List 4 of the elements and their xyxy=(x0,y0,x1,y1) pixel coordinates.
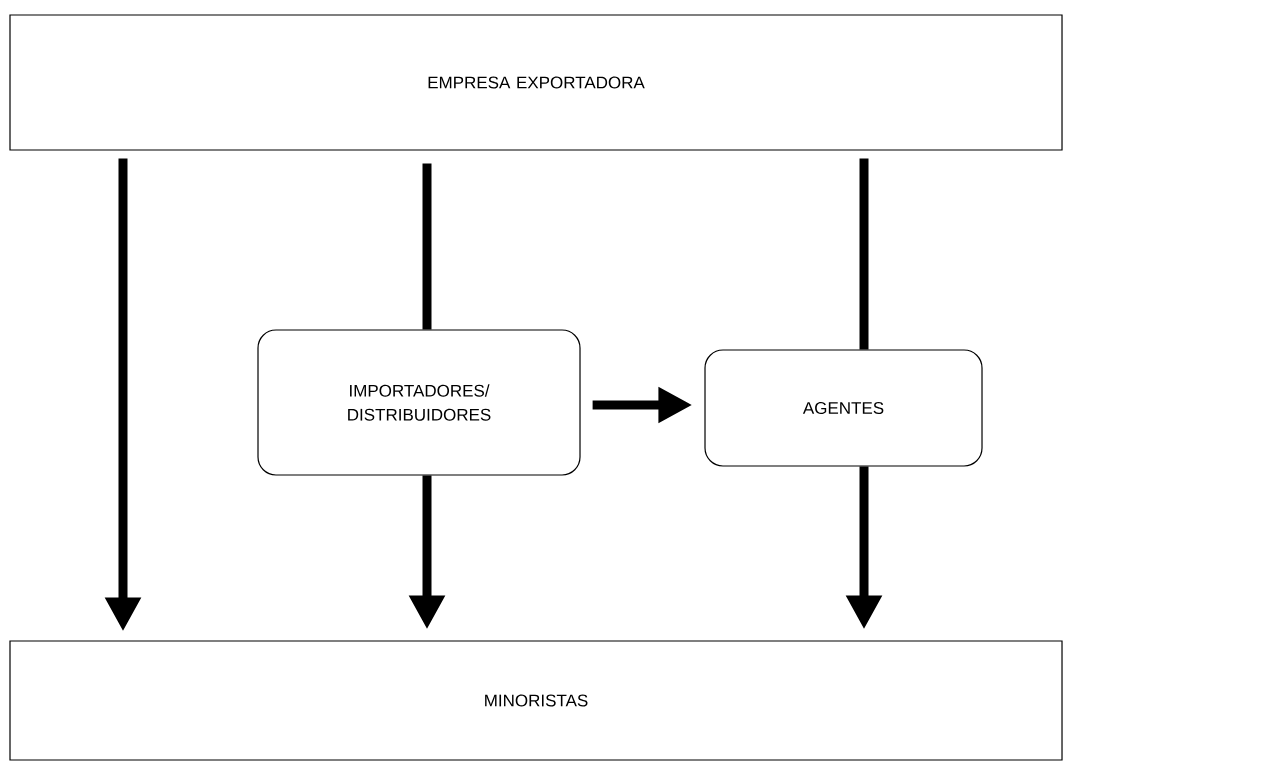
process-box: MINORISTAS xyxy=(9,640,1063,761)
rounded-box: AGENTES xyxy=(704,349,983,467)
process-box: EMPRESA EXPORTADORA xyxy=(9,14,1063,151)
rounded-box: IMPORTADORES/ DISTRIBUIDORES xyxy=(257,329,581,476)
